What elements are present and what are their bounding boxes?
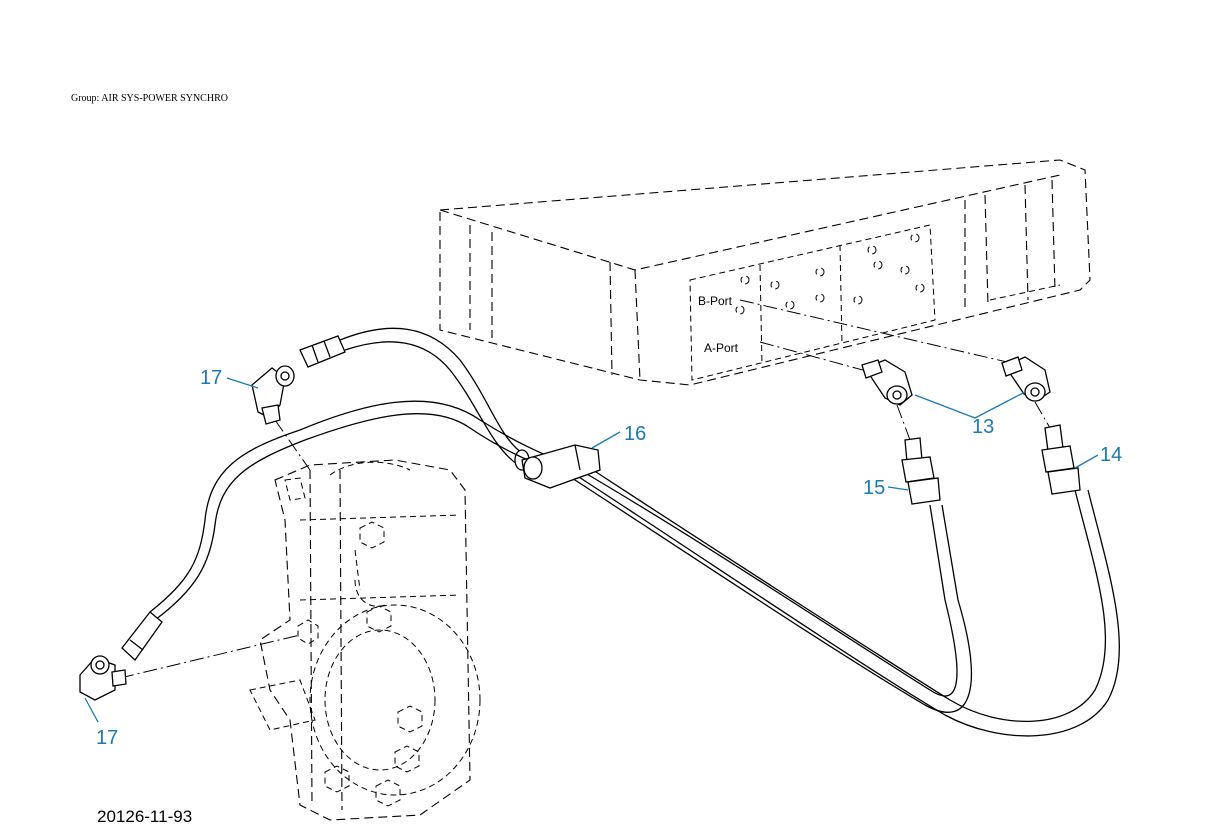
upper-elbow-fitting bbox=[251, 365, 295, 425]
a-port-label: A-Port bbox=[704, 341, 739, 355]
callout-13: 13 bbox=[914, 391, 1026, 438]
callout-17-lower-label: 17 bbox=[96, 727, 118, 749]
right-elbow-fitting-13 bbox=[1001, 356, 1051, 402]
tube-assembly bbox=[149, 327, 1120, 737]
drawing-number: 20126-11-93 bbox=[97, 807, 193, 826]
left-elbow-fitting-13 bbox=[861, 359, 913, 406]
lower-tube-nut bbox=[121, 611, 163, 661]
lower-fitting-centerline bbox=[119, 634, 301, 679]
a-port-centerline bbox=[759, 341, 871, 373]
valve-block-phantom bbox=[439, 159, 1091, 386]
callout-14-label: 14 bbox=[1100, 444, 1122, 466]
b-port-label: B-Port bbox=[698, 294, 733, 308]
callout-13-label: 13 bbox=[972, 416, 994, 438]
lower-elbow-fitting bbox=[79, 655, 127, 701]
callout-16-label: 16 bbox=[624, 423, 646, 445]
hose-fitting-14 bbox=[1041, 424, 1081, 495]
b-port-centerline bbox=[739, 299, 1021, 366]
callout-15-label: 15 bbox=[863, 477, 885, 499]
callout-17-upper: 17 bbox=[200, 367, 259, 389]
actuator-body-phantom bbox=[249, 459, 481, 821]
upper-tube-nut bbox=[299, 335, 346, 368]
callout-14: 14 bbox=[1074, 444, 1122, 469]
left-hose-centerline bbox=[896, 404, 911, 441]
port-holes bbox=[735, 233, 925, 315]
actuator-bolts bbox=[297, 521, 423, 807]
callout-15: 15 bbox=[863, 477, 909, 499]
callout-16: 16 bbox=[591, 423, 646, 449]
group-label: Group: AIR SYS-POWER SYNCHRO bbox=[71, 93, 228, 104]
callout-17-upper-label: 17 bbox=[200, 367, 222, 389]
hose-fitting-15 bbox=[901, 437, 941, 505]
callout-17-lower: 17 bbox=[84, 697, 118, 749]
right-hose-centerline bbox=[1034, 401, 1051, 429]
